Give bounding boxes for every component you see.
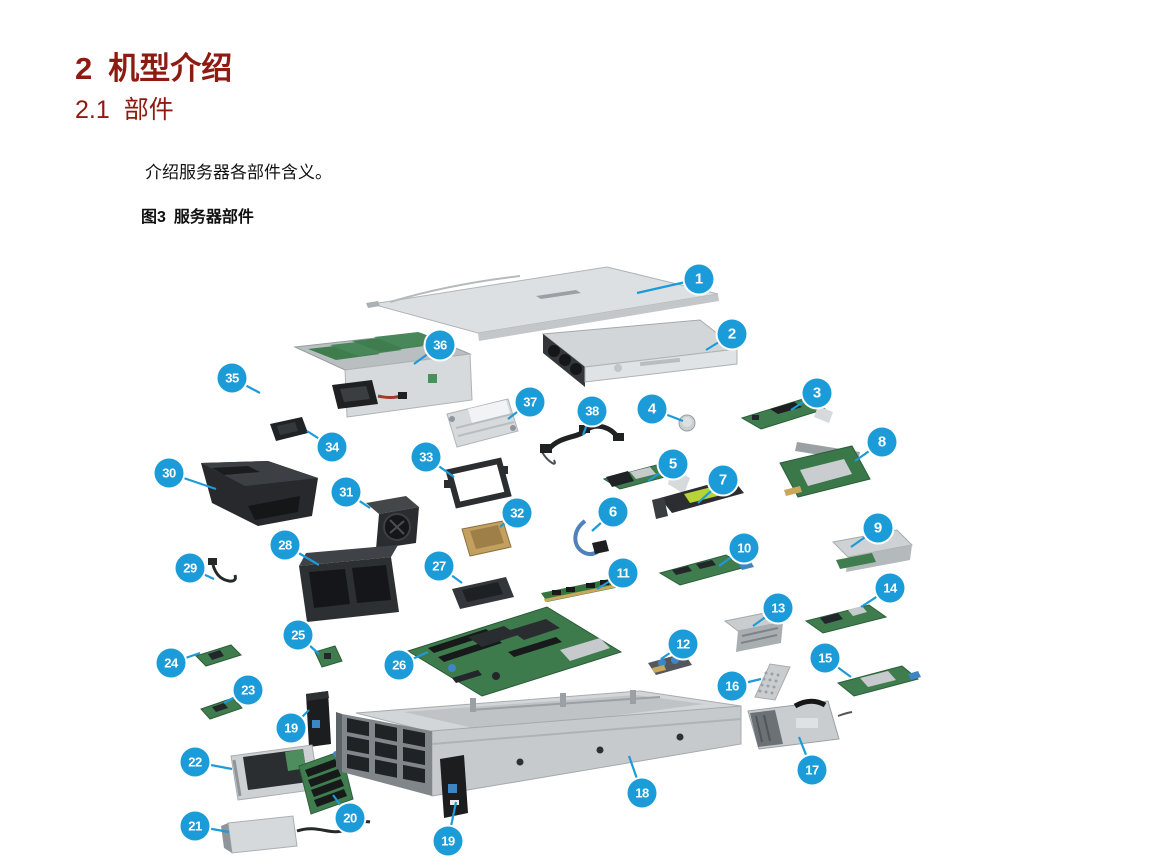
callout-15: 15: [810, 643, 840, 673]
part-chassis: [336, 690, 742, 797]
callout-6: 6: [598, 497, 628, 527]
part-coin-battery: [678, 414, 696, 432]
callout-1: 1: [684, 264, 714, 294]
section-number: 2.1: [75, 96, 110, 124]
callout-5: 5: [658, 449, 688, 479]
part-backplane: [298, 750, 354, 815]
part-fan-tray: [541, 319, 739, 387]
callout-33: 33: [411, 442, 441, 472]
callout-12: 12: [668, 629, 698, 659]
part-air-baffle: [201, 461, 318, 526]
callout-26: 26: [384, 650, 414, 680]
part-board-12: [648, 653, 692, 675]
part-board-23: [200, 697, 243, 720]
intro-paragraph: 介绍服务器各部件含义。: [145, 163, 332, 182]
part-cpu-frame: [444, 457, 512, 509]
callout-23: 23: [233, 675, 263, 705]
callout-7: 7: [708, 465, 738, 495]
figure-caption-label: 图3: [141, 209, 166, 226]
part-cache-module: [332, 380, 407, 409]
figure-caption: 图3 服务器部件: [141, 203, 254, 227]
callout-24: 24: [156, 648, 186, 678]
part-motherboard: [406, 606, 623, 697]
callout-34: 34: [317, 432, 347, 462]
callout-38: 38: [577, 396, 607, 426]
part-board-24: [195, 644, 242, 667]
chapter-heading: 2 机型介绍: [75, 43, 232, 88]
callout-35: 35: [217, 363, 247, 393]
callout-16: 16: [717, 671, 747, 701]
part-blank-filler: [754, 663, 791, 701]
callout-8: 8: [867, 427, 897, 457]
part-battery-module: [221, 815, 371, 854]
part-media-cage: [299, 545, 399, 622]
figure-caption-title: 服务器部件: [173, 209, 254, 226]
part-top-cover: [366, 266, 719, 341]
callout-20: 20: [335, 803, 365, 833]
callout-17: 17: [797, 755, 827, 785]
callout-14: 14: [875, 573, 905, 603]
callout-32: 32: [502, 498, 532, 528]
section-title: 部件: [123, 96, 174, 124]
part-dimm: [541, 577, 625, 602]
callout-31: 31: [331, 477, 361, 507]
part-small-cage: [831, 529, 914, 572]
callout-19: 19: [276, 713, 306, 743]
callout-36: 36: [425, 330, 455, 360]
callout-13: 13: [763, 593, 793, 623]
callout-27: 27: [424, 551, 454, 581]
callout-25: 25: [283, 620, 313, 650]
callout-21: 21: [180, 811, 210, 841]
callout-28: 28: [270, 530, 300, 560]
part-card-15: [836, 665, 921, 697]
part-io-module-upper: [306, 691, 331, 747]
callout-30: 30: [154, 458, 184, 488]
callout-22: 22: [180, 747, 210, 777]
part-board-14: [804, 604, 888, 634]
chapter-title: 机型介绍: [108, 50, 233, 86]
part-heatsink: [446, 398, 519, 448]
callout-18: 18: [627, 778, 657, 808]
callout-29: 29: [175, 553, 205, 583]
callout-19: 19: [433, 826, 463, 856]
callout-9: 9: [863, 513, 893, 543]
part-sd-cable: [573, 519, 609, 556]
part-io-module-lower: [440, 755, 468, 818]
section-heading: 2.1 部件: [75, 90, 174, 126]
callout-2: 2: [717, 319, 747, 349]
part-riser-assembly: [779, 442, 871, 498]
callout-11: 11: [608, 558, 638, 588]
part-board-25: [314, 645, 343, 668]
part-small-bracket: [270, 417, 308, 441]
part-pcie-card: [740, 397, 833, 430]
callout-37: 37: [515, 387, 545, 417]
part-psu: [747, 698, 853, 750]
chapter-number: 2: [75, 50, 93, 86]
part-cpu-carrier: [452, 577, 514, 609]
callout-10: 10: [729, 533, 759, 563]
callout-3: 3: [802, 378, 832, 408]
part-fan-module: [366, 496, 419, 549]
callout-4: 4: [637, 394, 667, 424]
part-cable-29: [208, 558, 237, 583]
part-cpu: [461, 520, 512, 557]
